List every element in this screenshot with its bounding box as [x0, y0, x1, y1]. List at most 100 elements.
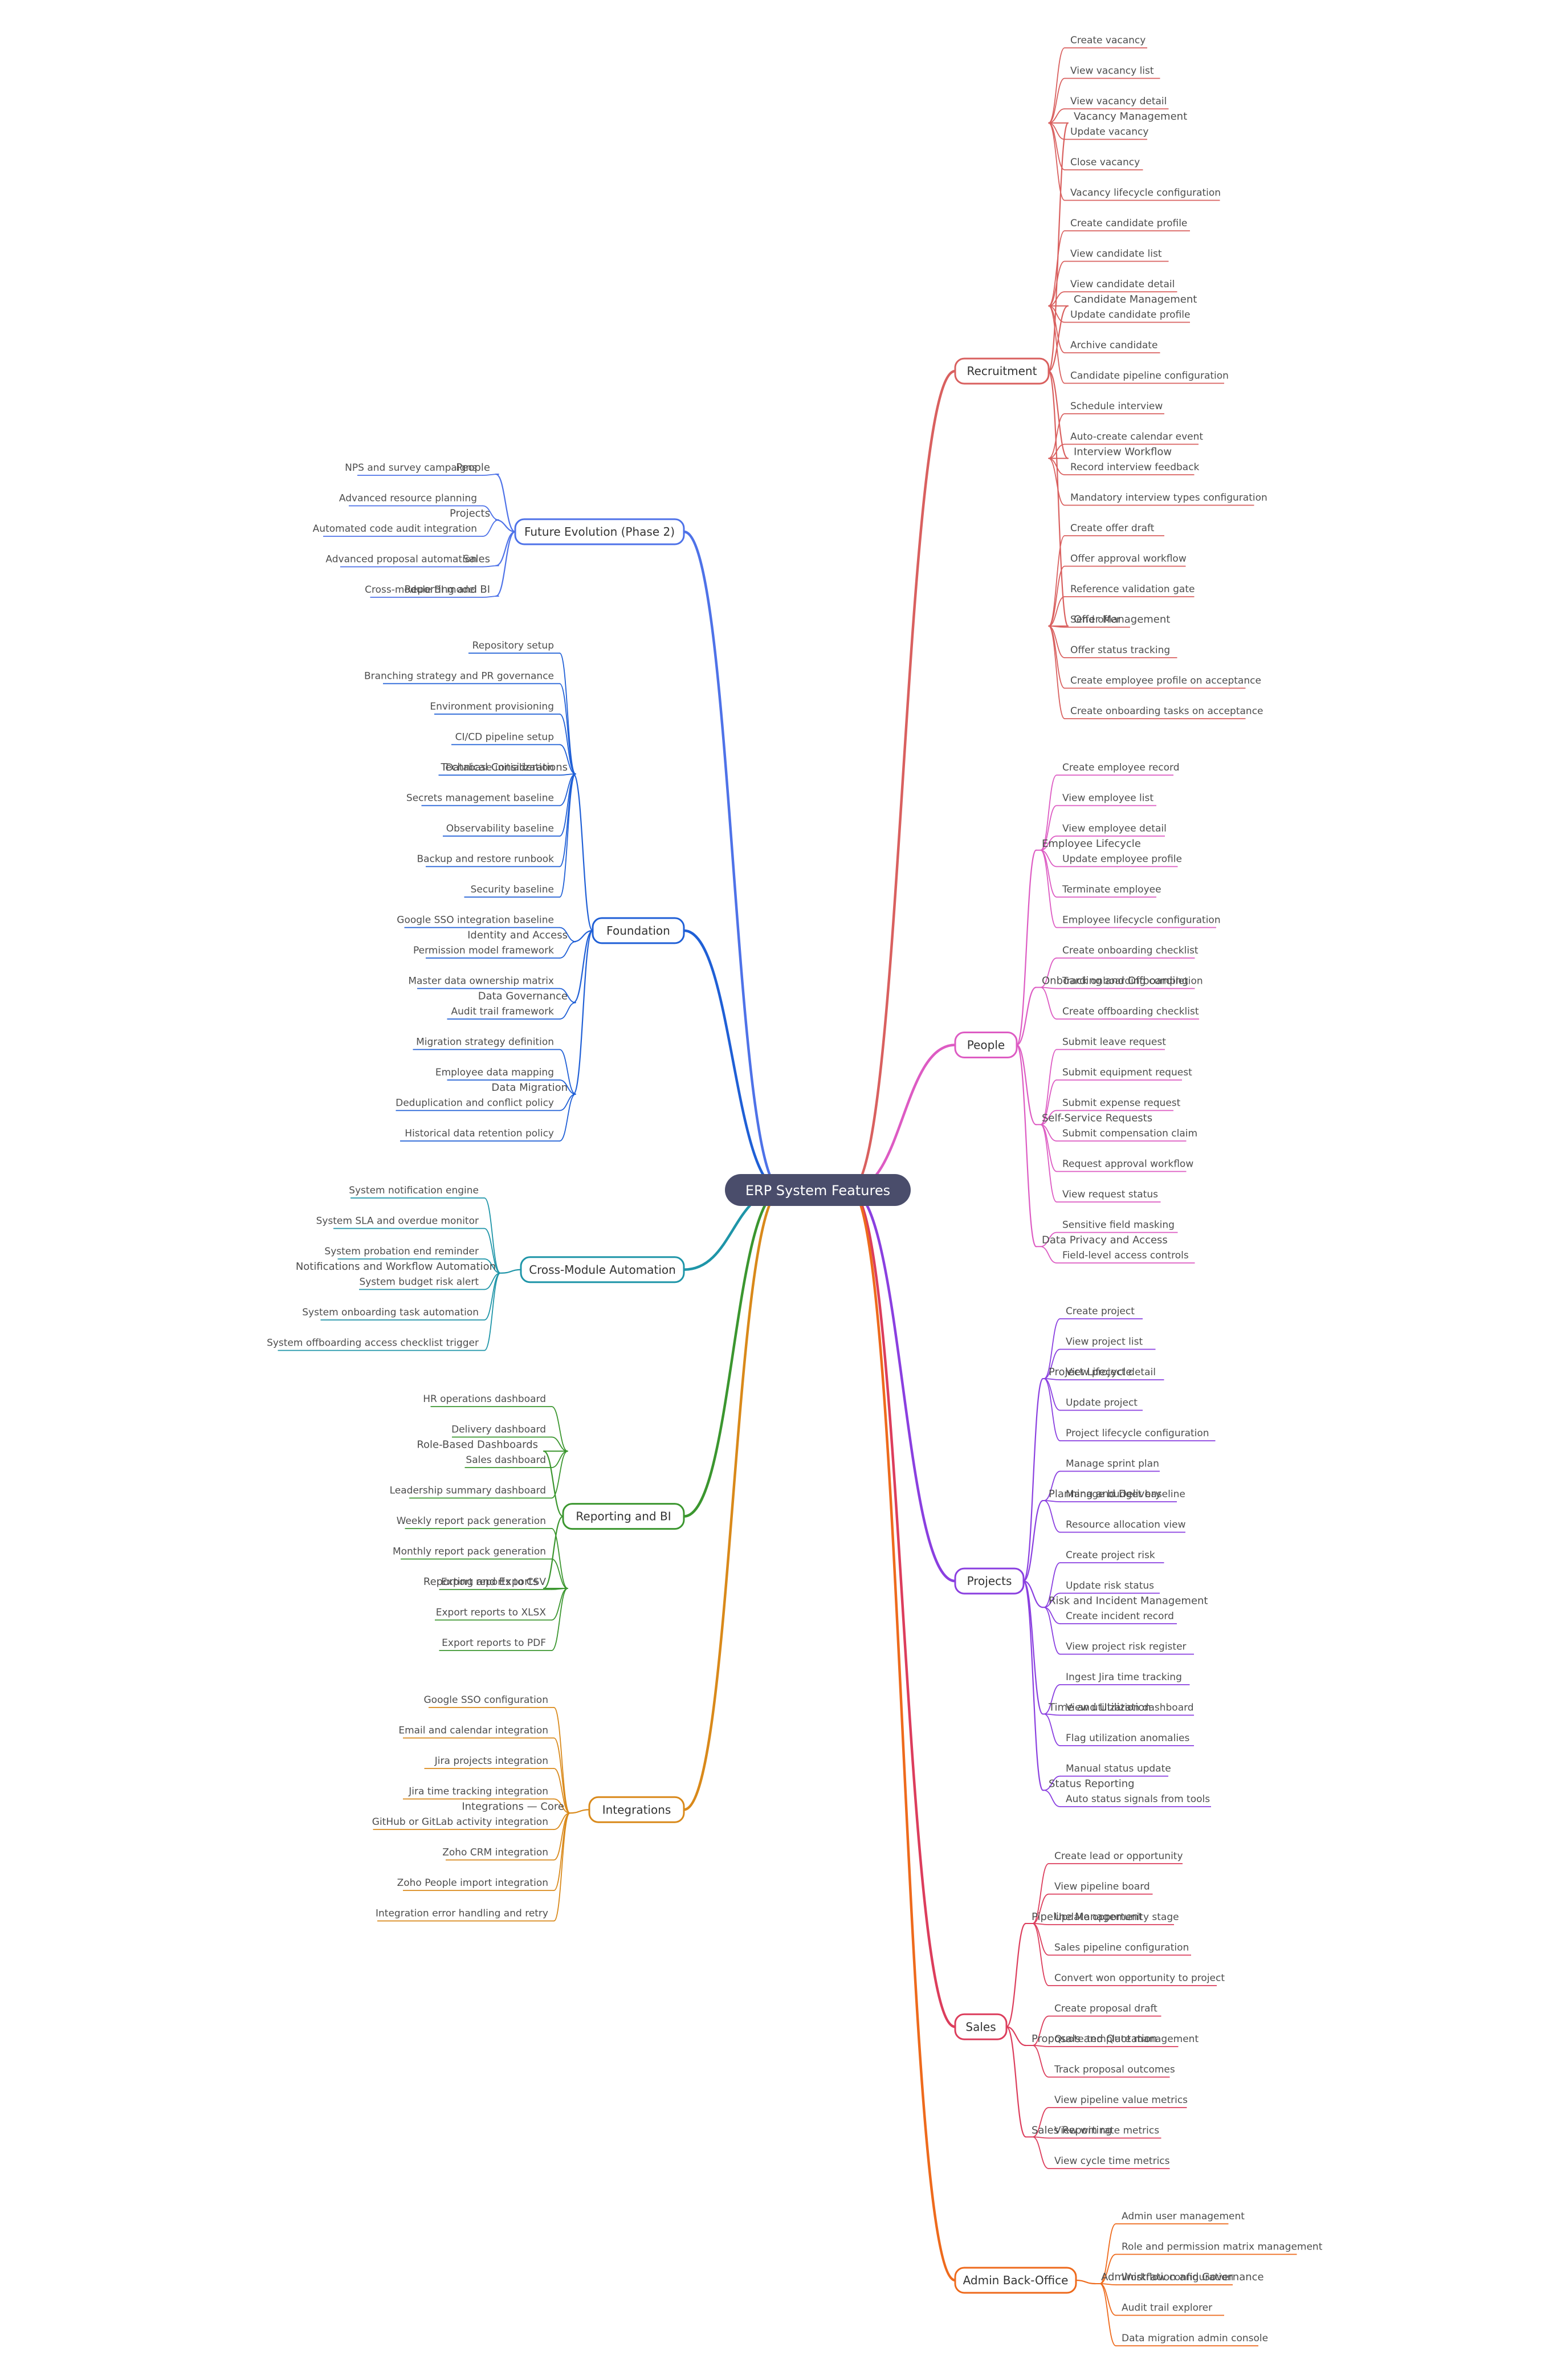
leaf-label: Vacancy lifecycle configuration — [1070, 188, 1221, 199]
leaf-label: Reference validation gate — [1070, 584, 1195, 595]
group-label: Notifications and Workflow Automation — [296, 1261, 496, 1273]
branch-node-label: Projects — [967, 1574, 1012, 1588]
edge-branch-group — [572, 930, 594, 1095]
branch-node[interactable]: Future Evolution (Phase 2) — [514, 518, 685, 545]
edge-group-leaf — [482, 474, 499, 476]
leaf-label: Close vacancy — [1070, 157, 1140, 168]
edge-group-leaf — [1040, 849, 1057, 928]
leaf-label: Create onboarding tasks on acceptance — [1070, 706, 1263, 717]
branch-node[interactable]: Recruitment — [954, 357, 1050, 385]
group-label: Integrations — Core — [462, 1800, 564, 1812]
branch-node[interactable]: Projects — [954, 1567, 1025, 1595]
branch-node[interactable]: Foundation — [592, 917, 685, 944]
leaf-label: Jira projects integration — [434, 1755, 548, 1767]
leaf-label: Database initialization — [446, 762, 554, 773]
edge-group-leaf — [1044, 1500, 1061, 1533]
edge-root-People — [849, 1044, 957, 1192]
edge-group-leaf — [1044, 1592, 1061, 1608]
leaf-label: View request status — [1062, 1189, 1158, 1200]
root-node-shape — [725, 1174, 911, 1206]
leaf-label: NPS and survey campaigns — [345, 462, 477, 474]
branch-node[interactable]: Reporting and BI — [562, 1503, 685, 1530]
leaf-label: Branching strategy and PR governance — [364, 671, 554, 682]
leaf-label: Employee data mapping — [435, 1067, 554, 1078]
branch-node[interactable]: People — [954, 1032, 1018, 1058]
edge-branch-group — [543, 1450, 564, 1517]
group-label: Offer Management — [1074, 614, 1170, 626]
group-label: Candidate Management — [1074, 294, 1197, 305]
leaf-label: View win rate metrics — [1054, 2125, 1159, 2137]
leaf-label: Update project — [1066, 1397, 1138, 1409]
edge-group-leaf — [553, 1737, 570, 1814]
branch-node[interactable]: Sales — [954, 2013, 1008, 2040]
edge-group-leaf — [553, 1812, 570, 1922]
edge-group-leaf — [559, 1002, 576, 1020]
leaf-label: Update opportunity stage — [1054, 1912, 1179, 1923]
root-node[interactable]: ERP System Features — [725, 1174, 911, 1206]
edge-group-leaf — [1032, 1893, 1049, 1924]
group-label: Risk and Incident Management — [1049, 1595, 1208, 1607]
leaf-label: Monthly report pack generation — [393, 1546, 546, 1558]
edge-group-leaf — [482, 596, 499, 598]
leaf-label: Sensitive field masking — [1062, 1220, 1175, 1231]
group-label: Reporting and Exports — [423, 1576, 538, 1588]
leaf-label: Update candidate profile — [1070, 309, 1190, 321]
edge-group-leaf — [1048, 596, 1065, 627]
branch-node[interactable]: Integrations — [588, 1796, 685, 1823]
edge-group-leaf — [1044, 1470, 1061, 1501]
leaf-label: Sales pipeline configuration — [1054, 1942, 1189, 1954]
edge-branch-group — [572, 773, 594, 931]
branch-node[interactable]: Cross-Module Automation — [520, 1256, 685, 1283]
leaf-label: Migration strategy definition — [416, 1037, 554, 1048]
edge-group-leaf — [1032, 2136, 1049, 2169]
edge-group-leaf — [1032, 1923, 1049, 1986]
group-label: Technical Considerations — [440, 761, 568, 773]
leaf-label: Terminate employee — [1062, 884, 1161, 895]
edge-group-leaf — [551, 1588, 568, 1621]
edge-group-leaf — [551, 1436, 568, 1452]
edge-group-leaf — [484, 1272, 501, 1351]
leaf-label: Export reports to CSV — [441, 1576, 546, 1588]
group-label: Self-Service Requests — [1042, 1112, 1152, 1124]
edge-branch-group — [1047, 122, 1069, 372]
leaf-label: Export reports to PDF — [442, 1637, 546, 1649]
edge-branch-group — [495, 531, 516, 597]
edge-group-leaf — [1040, 957, 1057, 988]
leaf-label: Sales dashboard — [466, 1454, 546, 1466]
leaf-label: Submit leave request — [1062, 1037, 1166, 1048]
leaf-label: Create employee profile on acceptance — [1070, 675, 1261, 687]
edge-group-leaf — [1048, 565, 1065, 627]
group-label: Vacancy Management — [1074, 111, 1187, 123]
leaf-label: System probation end reminder — [324, 1246, 479, 1257]
edge-group-leaf — [1048, 305, 1065, 384]
leaf-label: Archive candidate — [1070, 340, 1157, 351]
edge-group-leaf — [1099, 2253, 1116, 2284]
edge-branch-group — [1022, 1580, 1044, 1715]
branch-node-shape — [514, 518, 685, 545]
leaf-label: Create lead or opportunity — [1054, 1851, 1183, 1862]
edge-group-leaf — [482, 505, 499, 521]
edge-group-leaf — [1044, 1348, 1061, 1379]
leaf-label: Jira time tracking integration — [408, 1786, 548, 1798]
edge-branch-group — [1022, 1378, 1044, 1582]
branch-node[interactable]: Admin Back-Office — [954, 2267, 1077, 2294]
leaf-label: Create vacancy — [1070, 35, 1146, 46]
edge-group-leaf — [1048, 47, 1065, 124]
leaf-label: View vacancy detail — [1070, 96, 1167, 107]
edge-group-leaf — [559, 1049, 576, 1095]
leaf-label: Project lifecycle configuration — [1066, 1428, 1209, 1439]
leaf-label: Admin user management — [1122, 2211, 1245, 2222]
edge-branch-group — [1022, 1580, 1044, 1791]
group-label: Sales Reporting — [1032, 2125, 1112, 2137]
leaf-label: Integration error handling and retry — [376, 1908, 548, 1920]
edge-group-leaf — [1044, 1607, 1061, 1655]
edge-group-leaf — [559, 714, 576, 775]
leaf-label: Create project — [1066, 1306, 1135, 1317]
edge-group-leaf — [559, 773, 576, 806]
group-label: Role-Based Dashboards — [417, 1438, 538, 1450]
edge-group-leaf — [1044, 1775, 1061, 1791]
leaf-label: Observability baseline — [446, 823, 554, 834]
leaf-label: Historical data retention policy — [405, 1128, 554, 1139]
edge-group-leaf — [1040, 836, 1057, 851]
edge-group-leaf — [551, 1406, 568, 1452]
